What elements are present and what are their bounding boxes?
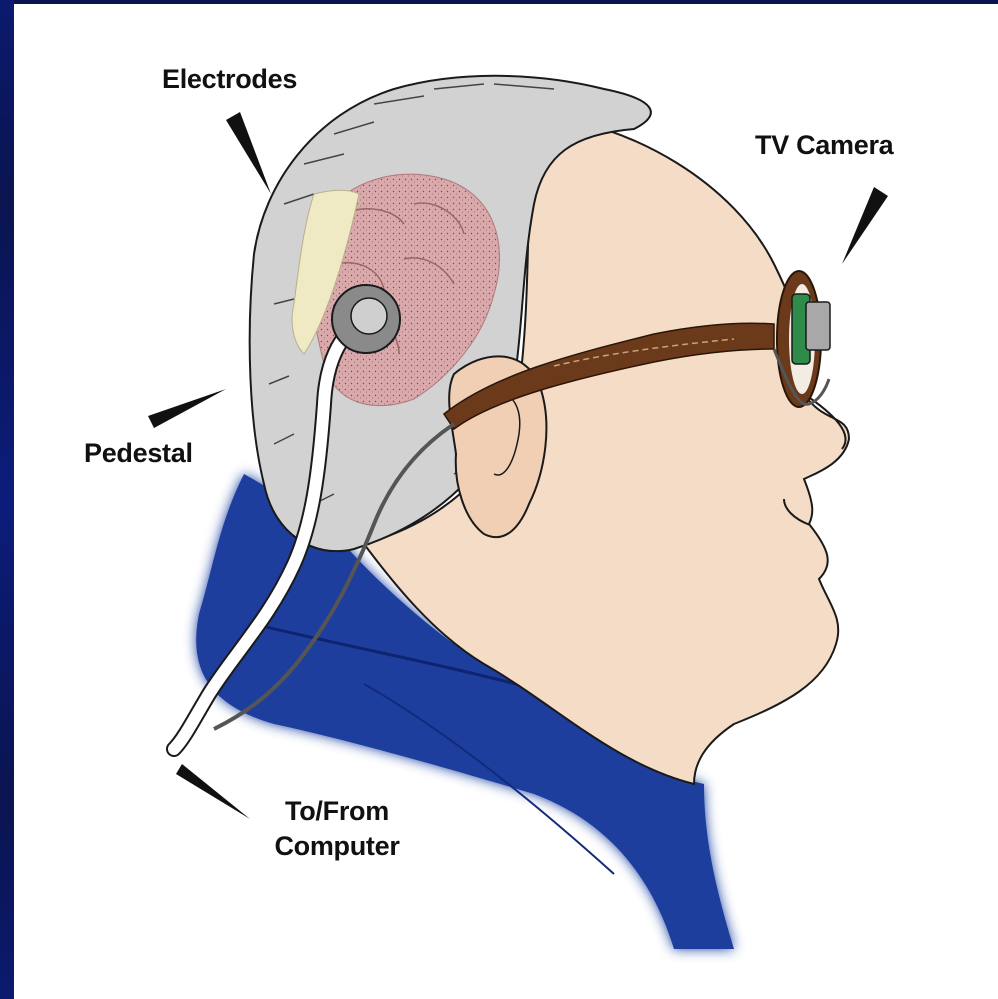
left-border	[0, 0, 14, 999]
label-pedestal: Pedestal	[84, 438, 193, 469]
label-to-from: To/From	[262, 794, 412, 829]
pointer-tv-camera	[842, 187, 888, 264]
pointer-electrodes	[226, 112, 271, 194]
diagram-canvas: Electrodes TV Camera Pedestal To/From Co…	[14, 4, 998, 999]
pointer-computer	[176, 764, 250, 819]
label-to-from-computer: To/From Computer	[262, 794, 412, 864]
label-electrodes: Electrodes	[162, 64, 297, 95]
pointer-pedestal	[148, 389, 226, 428]
pedestal	[332, 285, 400, 353]
label-tv-camera: TV Camera	[755, 130, 893, 161]
label-computer: Computer	[262, 829, 412, 864]
